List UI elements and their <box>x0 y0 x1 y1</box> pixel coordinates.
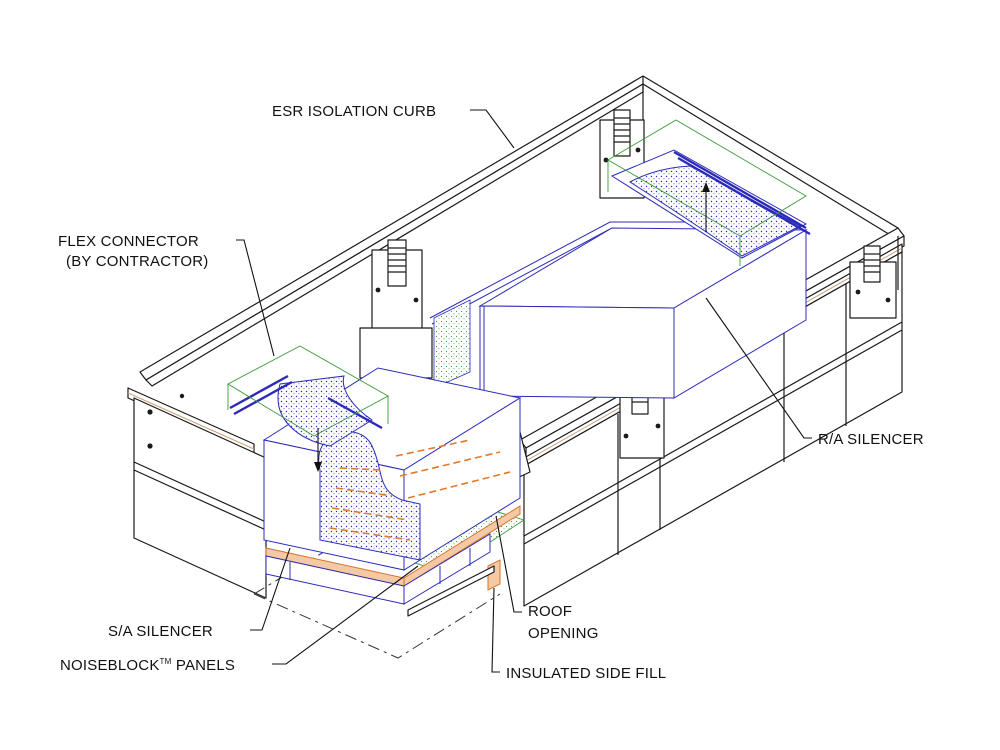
ra-silencer <box>478 227 808 399</box>
label-opening: OPENING <box>528 625 599 642</box>
label-noiseblock-panels: NOISEBLOCKTM PANELS <box>60 657 235 674</box>
label-insulated-side-fill: INSULATED SIDE FILL <box>506 665 666 682</box>
label-ra-silencer: R/A SILENCER <box>818 431 924 448</box>
label-flex-connector: FLEX CONNECTOR <box>58 233 199 250</box>
callout-labels: ESR ISOLATION CURB FLEX CONNECTOR (BY CO… <box>58 103 924 682</box>
sa-silencer-inlet <box>227 345 389 472</box>
label-sa-silencer: S/A SILENCER <box>108 623 213 640</box>
label-by-contractor: (BY CONTRACTOR) <box>66 253 208 270</box>
spring-isolator-right <box>849 245 897 319</box>
ra-silencer-inlet <box>607 119 811 266</box>
insulated-side-fill <box>407 559 501 617</box>
spring-isolator-left <box>359 239 433 379</box>
label-roof: ROOF <box>528 603 572 620</box>
label-esr-isolation-curb: ESR ISOLATION CURB <box>272 103 436 120</box>
noiseblock-panels <box>265 533 491 605</box>
leader-lines <box>236 109 812 673</box>
